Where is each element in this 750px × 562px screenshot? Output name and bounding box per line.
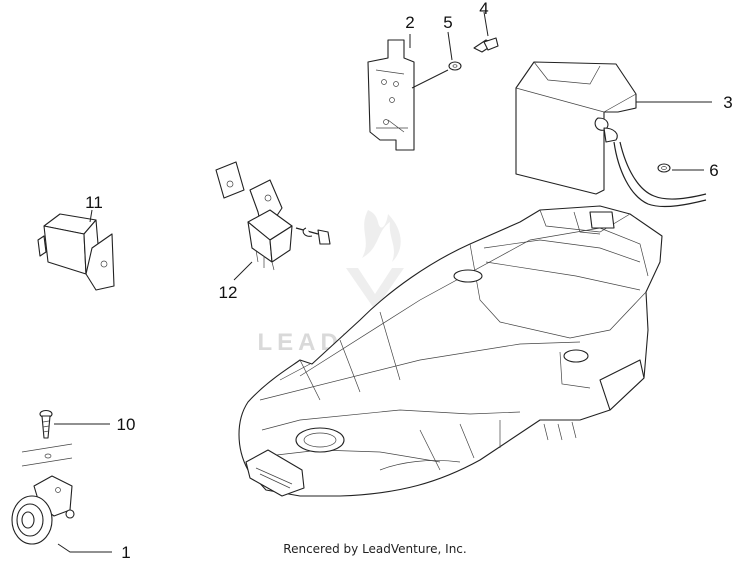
callout-11: 11 [85,193,103,212]
part-1-horn [11,443,75,545]
callout-5: 5 [443,13,452,32]
part-11-relay [37,213,115,291]
part-12-relay-with-bracket [215,161,331,271]
leader-line-5-to-bracket [411,69,449,89]
leader-line-12 [233,261,253,281]
callout-10: 10 [117,415,136,434]
leader-line-5 [447,31,453,61]
leader-line-1 [57,543,112,553]
leader-line-11 [89,209,93,223]
part-5-washer [448,61,462,71]
rendered-by-credit: Rencered by LeadVenture, Inc. [283,542,466,556]
callout-6: 6 [709,161,718,180]
underseat-body-frame [238,205,663,497]
callout-1: 1 [121,543,130,562]
leader-line-4 [483,11,489,37]
leadventure-flame-v-logo [346,210,404,310]
callout-2: 2 [405,13,414,32]
callout-12: 12 [219,283,238,302]
part-2-mounting-bracket [367,39,415,151]
part-10-screw [39,409,53,439]
part-6-nut [657,163,671,173]
part-4-screw [473,37,499,53]
callout-4: 4 [479,0,488,18]
part-3-battery [515,61,707,208]
callout-3: 3 [723,93,732,112]
